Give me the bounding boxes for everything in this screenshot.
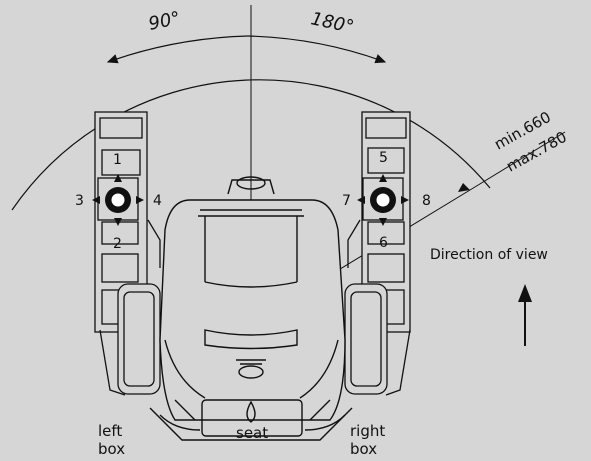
direction-arrow-head — [518, 284, 532, 302]
left-box-label-line2: box — [98, 440, 125, 458]
position-3: 3 — [75, 193, 84, 209]
rotation-arc-right — [247, 35, 387, 64]
right-control-box — [344, 111, 411, 396]
left-joystick — [92, 174, 144, 226]
reach-line-ext — [469, 131, 566, 191]
position-7: 7 — [342, 193, 351, 209]
seat-body — [149, 176, 353, 441]
right-joystick — [357, 174, 409, 226]
position-2: 2 — [113, 236, 122, 252]
position-8: 8 — [422, 193, 431, 209]
right-box-label-line1: right — [350, 422, 385, 440]
position-4: 4 — [153, 193, 162, 209]
reach-arc — [11, 79, 491, 211]
left-control-box — [94, 111, 161, 396]
reach-arrow-head — [458, 183, 470, 192]
left-box-label-line1: left — [98, 422, 122, 440]
direction-of-view-label: Direction of view — [430, 247, 548, 263]
position-6: 6 — [379, 235, 388, 251]
angle-right-label: 180° — [309, 8, 356, 38]
position-5: 5 — [379, 150, 388, 166]
angle-left-label: 90° — [147, 8, 183, 35]
rotation-arc-left — [106, 35, 249, 64]
position-1: 1 — [113, 152, 122, 168]
right-box-label-line2: box — [350, 440, 377, 458]
seat-label: seat — [236, 424, 268, 442]
